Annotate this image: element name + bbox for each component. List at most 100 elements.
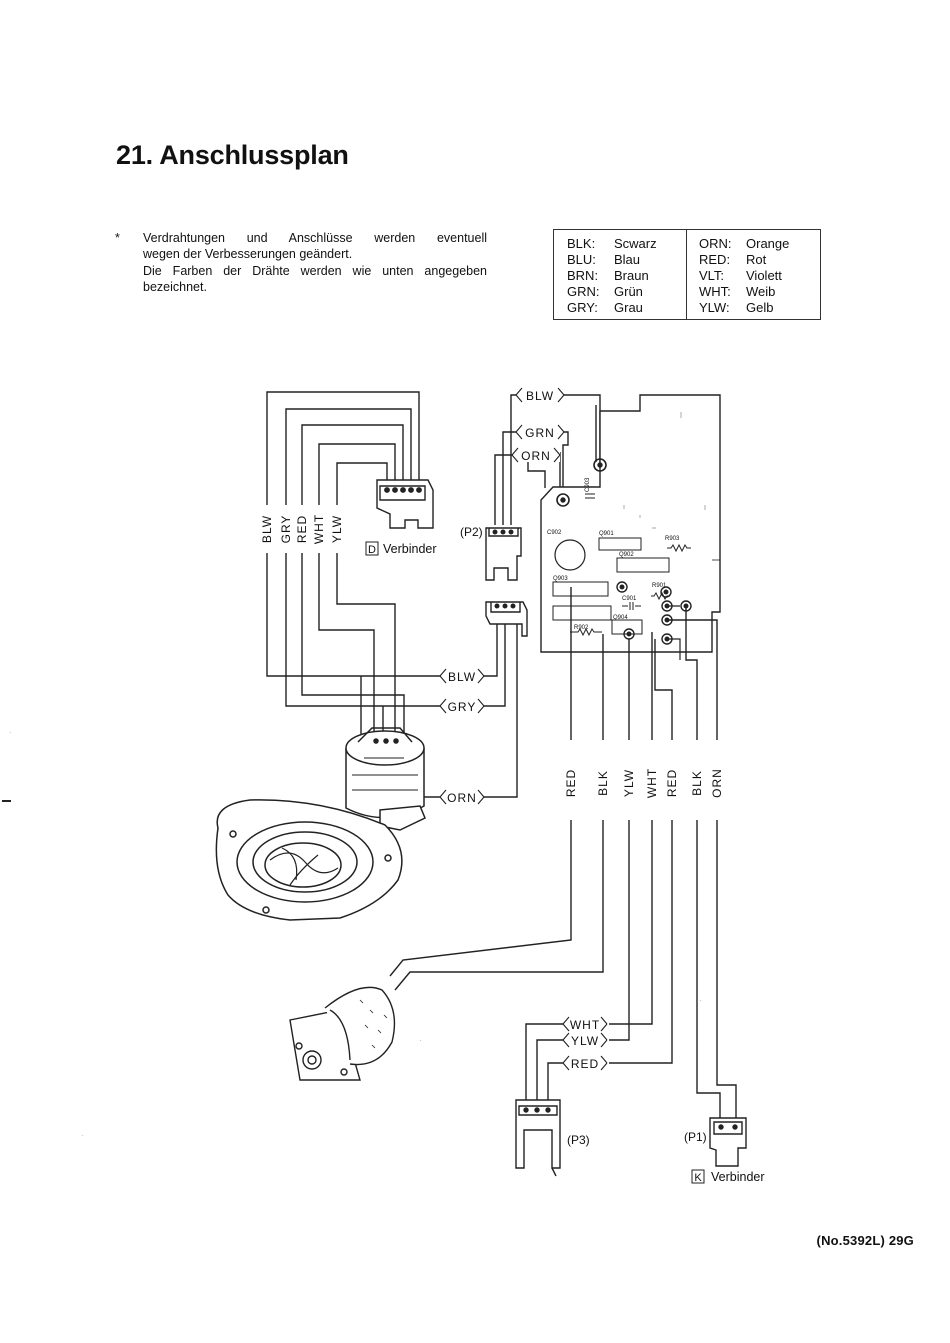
pcb-label: Q903 <box>553 576 568 582</box>
legend-column-left: BLK:Scwarz BLU: Blau BRN: Braun GRN:Grün G… <box>567 236 657 316</box>
connector-p3 <box>515 1099 561 1177</box>
wire-red-b <box>654 639 673 740</box>
wire-orn-top <box>494 454 546 525</box>
connector-p2 <box>485 527 522 581</box>
legend-row: WHT: Weib <box>699 284 789 300</box>
connector-k-label: K Verbinder <box>691 1169 765 1184</box>
pcb-board <box>540 394 721 653</box>
note-line: bezeichnet. <box>143 280 207 294</box>
pcb-label: Q902 <box>619 552 634 558</box>
wire-ylw-down <box>609 820 630 1041</box>
legend-code: BLU: <box>567 252 596 267</box>
pcb-component-labels: C903 C902 Q901 Q902 R903 Q903 R901 C901 … <box>547 477 680 631</box>
legend-code: YLW: <box>699 300 730 315</box>
mid-wire-labels: BLW GRY ORN <box>439 668 485 805</box>
wire-red-b-down <box>609 820 673 1064</box>
legend-code: BLK: <box>567 236 596 251</box>
wire-red-left <box>301 424 405 738</box>
page-number: (No.5392L) 29G <box>816 1233 914 1248</box>
pcb-label: R903 <box>665 536 680 542</box>
wire-blk-b <box>685 606 698 740</box>
legend-code: WHT: <box>699 284 731 299</box>
right-wire-bundle <box>389 587 737 1118</box>
wire-label: RED <box>564 769 578 797</box>
wire-blk-a-down <box>394 820 604 991</box>
legend-code: ORN: <box>699 236 732 251</box>
legend-color-name: Braun <box>614 268 649 283</box>
legend-row: GRN:Grün <box>567 284 657 300</box>
wire-grn-top <box>502 431 569 525</box>
wire-orn-down <box>716 820 737 1118</box>
wire-gry-mid <box>484 624 506 707</box>
legend-row: RED: Rot <box>699 252 789 268</box>
wire-gry-left <box>285 408 440 707</box>
wire-label: GRN <box>525 426 555 440</box>
wire-wht-down <box>607 820 653 1025</box>
wire-label: RED <box>571 1057 599 1071</box>
legend-divider <box>686 230 687 319</box>
legend-row: ORN: Orange <box>699 236 789 252</box>
connector-label: Verbinder <box>383 542 437 556</box>
legend-code: BRN: <box>567 268 599 283</box>
pcb-label: C902 <box>547 530 562 536</box>
legend-code: VLT: <box>699 268 725 283</box>
connector-d-label: D Verbinder <box>365 541 437 556</box>
wire-label: YLW <box>622 769 636 797</box>
connector-p1-label: (P1) <box>684 1130 707 1144</box>
legend-row: BLU: Blau <box>567 252 657 268</box>
pcb-label: C903 <box>585 477 591 492</box>
legend-color-name: Blau <box>614 252 641 267</box>
bottom-wire-labels: WHT YLW RED <box>562 1016 609 1071</box>
note-line: Verdrahtungen und Anschlüsse werden even… <box>143 231 487 245</box>
connector-d <box>376 479 434 529</box>
color-legend-table: BLK:Scwarz BLU: Blau BRN: Braun GRN:Grün G… <box>553 229 821 320</box>
wire-label: ORN <box>447 791 477 805</box>
pcb-label: Q901 <box>599 531 614 537</box>
pcb-outline <box>540 394 721 653</box>
wire-orn <box>667 619 718 740</box>
legend-code: RED: <box>699 252 731 267</box>
legend-row: VLT: Violett <box>699 268 789 284</box>
legend-color-name: Violett <box>746 268 782 283</box>
legend-color-name: Grün <box>614 284 643 299</box>
legend-row: GRY:Grau <box>567 300 657 316</box>
note-line: wegen der Verbesserungen geändert. <box>143 247 353 261</box>
wire-label: GRY <box>448 700 477 714</box>
note-bullet: * <box>115 231 120 245</box>
wire-label: WHT <box>645 768 659 798</box>
wire-label: ORN <box>521 449 551 463</box>
page-title: 21. Anschlussplan <box>116 140 349 170</box>
wire-label: RED <box>295 515 309 543</box>
wire-blw-mid <box>484 624 498 677</box>
wire-label: BLW <box>526 389 554 403</box>
wire-label: BLK <box>596 770 610 796</box>
legend-color-name: Orange <box>746 236 790 251</box>
wire-red-a-down <box>389 820 572 977</box>
wire-label: WHT <box>312 514 326 544</box>
connector-letter: D <box>368 544 376 556</box>
legend-row: BLK:Scwarz <box>567 236 657 252</box>
connector-p3-label: (P3) <box>567 1133 590 1147</box>
wire-orn-mid <box>484 624 518 798</box>
legend-color-name: Weib <box>746 284 776 299</box>
wire-label: BLK <box>690 770 704 796</box>
scan-marks <box>9 731 702 1137</box>
connector-p2-mate <box>485 601 528 637</box>
legend-column-right: ORN:Orange RED:Rot VLT:Violett WHT:Weib … <box>699 236 789 316</box>
wire-blk-b-down <box>696 820 721 1118</box>
right-vertical-labels: RED BLK YLW WHT RED BLK ORN <box>563 756 725 810</box>
legend-color-name: Grau <box>614 300 643 315</box>
top-wire-labels: BLW GRN ORN <box>511 387 565 463</box>
note-line: Die Farben der Drähte werden wie unten a… <box>143 264 487 278</box>
wire-label: BLW <box>260 515 274 543</box>
connector-label: Verbinder <box>711 1170 765 1184</box>
left-wire-bundle <box>266 391 440 742</box>
legend-color-name: Rot <box>746 252 767 267</box>
connector-letter: K <box>694 1172 702 1184</box>
pcb-label: Q904 <box>613 615 628 621</box>
wire-label: YLW <box>330 515 344 543</box>
connector-p2-label: (P2) <box>460 525 483 539</box>
connector-p1 <box>709 1117 747 1167</box>
left-vertical-labels: BLW GRY RED WHT YLW <box>259 505 345 553</box>
